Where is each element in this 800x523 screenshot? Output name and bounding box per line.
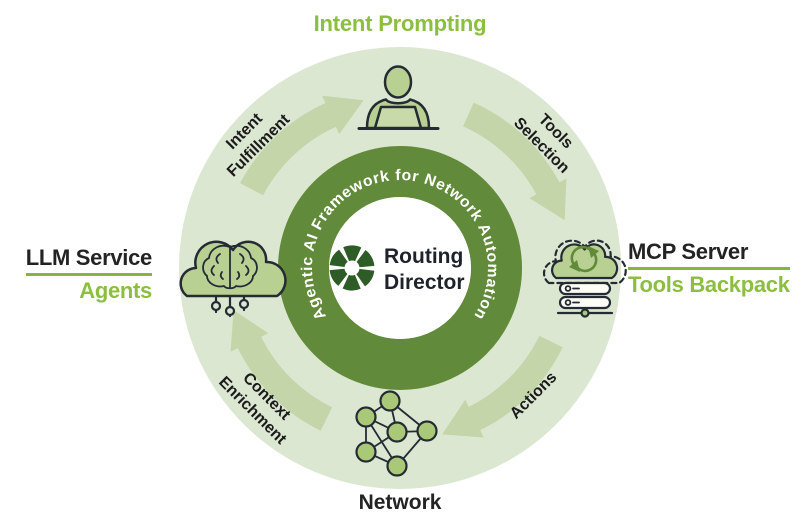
person-at-laptop-icon bbox=[357, 65, 440, 130]
routing-director-line2: Director bbox=[384, 270, 465, 294]
routing-director-line1: Routing bbox=[384, 245, 464, 268]
arrow-intent-fulfillment bbox=[240, 95, 364, 196]
routing-director-label: Routing Director bbox=[384, 244, 465, 295]
stage-block-mcp-server: MCP Server Tools Backpack bbox=[628, 239, 790, 298]
network-graph-icon bbox=[355, 390, 438, 477]
stage-sublabel-tools-backpack: Tools Backpack bbox=[628, 272, 790, 298]
stage-label-intent-prompting: Intent Prompting bbox=[313, 11, 487, 36]
cycle-arrows bbox=[230, 95, 567, 438]
stage-sublabel-agents: Agents bbox=[79, 278, 152, 304]
stage-block-llm-service: LLM Service Agents bbox=[25, 245, 153, 304]
center-circle bbox=[329, 197, 471, 339]
llm-underline bbox=[25, 273, 152, 277]
brain-cloud-icon bbox=[179, 240, 287, 318]
cloud-sync-servers-icon bbox=[542, 239, 627, 318]
arrow-context-enrichment bbox=[230, 310, 333, 431]
mcp-underline bbox=[628, 267, 790, 271]
framework-ring bbox=[278, 146, 522, 390]
stage-label-network: Network bbox=[358, 491, 442, 514]
stage-label-llm-service: LLM Service bbox=[25, 245, 153, 270]
routing-director-icon bbox=[329, 245, 375, 291]
arrow-actions bbox=[442, 335, 563, 438]
stage-label-mcp-server: MCP Server bbox=[628, 239, 749, 264]
arrow-tools-selection bbox=[462, 102, 567, 221]
